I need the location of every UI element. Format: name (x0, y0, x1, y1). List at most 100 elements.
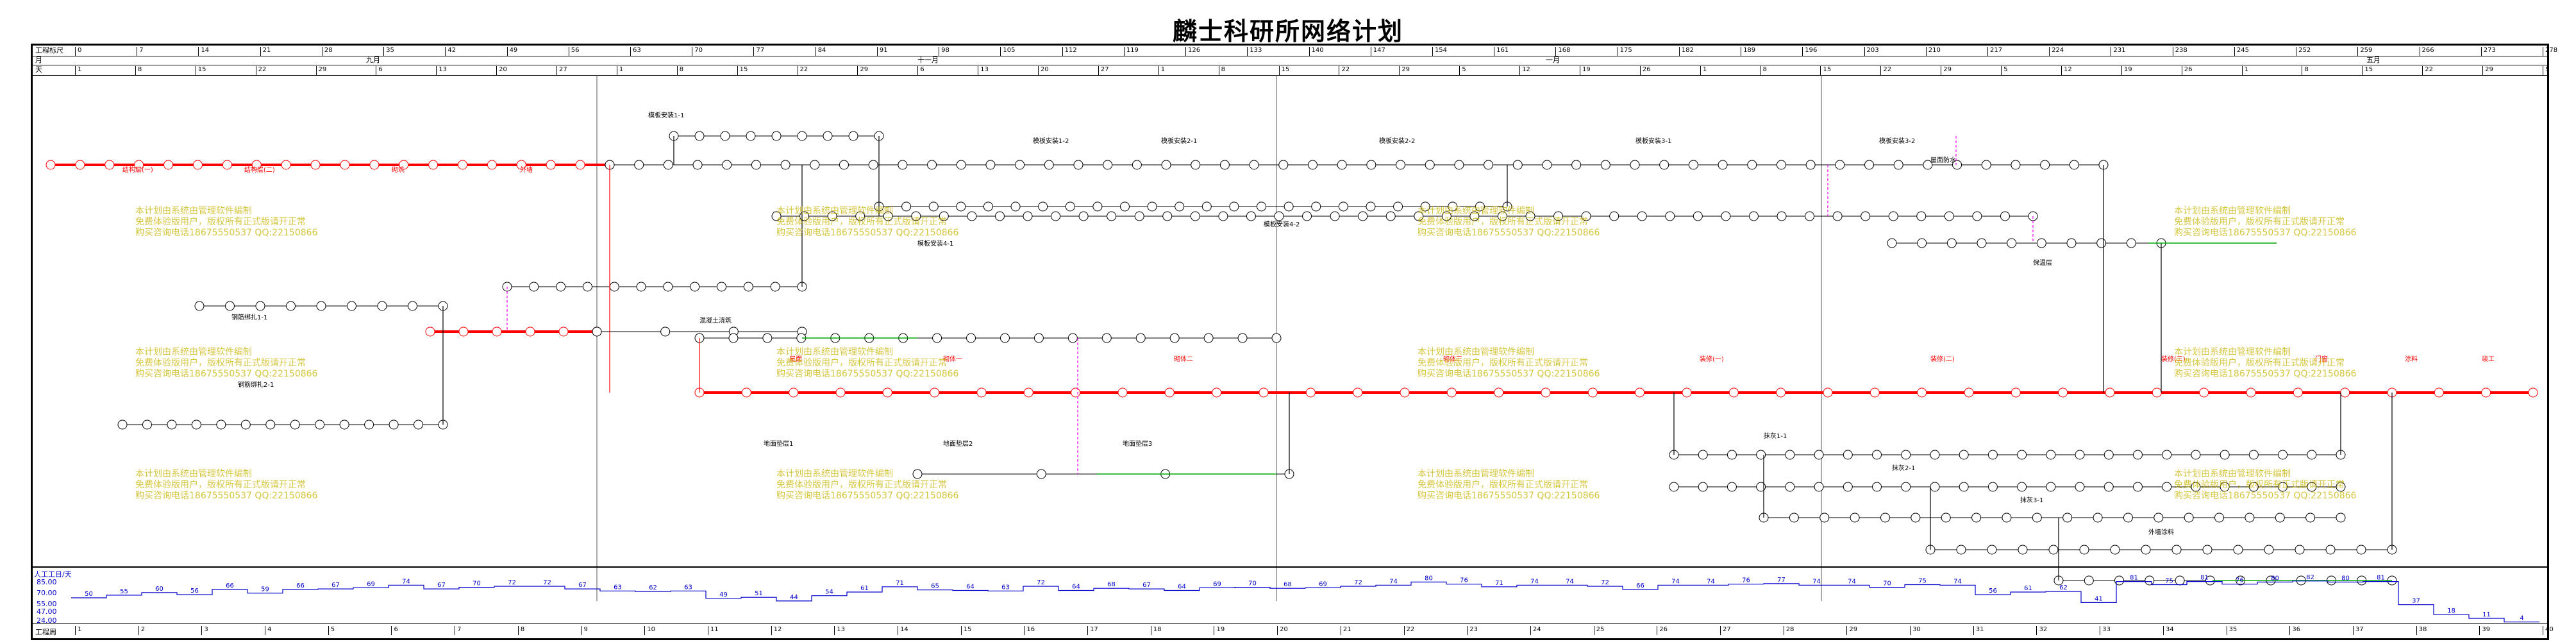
event-node (582, 282, 592, 292)
event-node (956, 160, 966, 170)
event-node (281, 160, 291, 170)
critical-activity-label: 涂料 (2405, 356, 2418, 363)
day-tick: 189 (1741, 47, 1755, 56)
event-node (928, 201, 939, 212)
event-node (1682, 387, 1692, 398)
event-node (2171, 545, 2182, 555)
event-node (1698, 450, 1708, 460)
month-may: 五月 (2366, 56, 2380, 64)
event-node (2295, 545, 2305, 555)
event-node (1823, 387, 1833, 398)
date-tick: 22 (1339, 66, 1350, 75)
event-node (290, 419, 300, 430)
week-tick: 23 (1467, 626, 1478, 635)
week-tick: 37 (2352, 626, 2364, 635)
event-node (771, 131, 782, 141)
labor-data-label: 80 (2271, 575, 2279, 582)
event-node (1805, 160, 1816, 170)
day-tick: 77 (753, 47, 764, 56)
event-node (901, 201, 912, 212)
labor-data-label: 67 (578, 582, 587, 589)
critical-activity-label: 竣工 (2482, 356, 2495, 363)
labor-data-label: 75 (1918, 578, 1927, 585)
month-january: 一月 (1546, 56, 1560, 64)
week-tick: 39 (2479, 626, 2490, 635)
week-tick: 4 (265, 626, 271, 635)
critical-activity-label: 门窗 (2315, 356, 2328, 363)
event-node (142, 419, 152, 430)
activity-label: 模板安装1-1 (648, 112, 685, 119)
date-tick: 8 (135, 66, 142, 75)
event-node (1911, 513, 1921, 523)
event-node (762, 333, 773, 343)
week-tick: 36 (2289, 626, 2300, 635)
labor-data-label: 56 (1989, 588, 1997, 595)
event-node (2152, 387, 2162, 398)
week-tick: 29 (1846, 626, 1857, 635)
event-node (1721, 211, 1731, 221)
event-node (636, 282, 646, 292)
day-tick: 133 (1247, 47, 1262, 56)
event-node (1728, 387, 1739, 398)
event-node (1259, 387, 1269, 398)
day-tick: 21 (260, 47, 271, 56)
event-node (799, 211, 810, 221)
event-node (1393, 201, 1403, 212)
event-node (1036, 469, 1046, 479)
activity-label: 外墙涂料 (2148, 529, 2174, 536)
event-node (2093, 513, 2103, 523)
event-node (529, 282, 539, 292)
labor-data-label: 66 (1636, 582, 1644, 589)
event-node (722, 160, 732, 170)
event-node (1964, 387, 1974, 398)
event-node (339, 419, 349, 430)
event-node (1169, 333, 1180, 343)
event-node (690, 282, 700, 292)
event-node (1330, 211, 1340, 221)
event-node (1693, 211, 1703, 221)
event-node (2305, 513, 2316, 523)
day-tick: 84 (815, 47, 826, 56)
event-node (1271, 333, 1282, 343)
week-tick: 20 (1277, 626, 1288, 635)
labor-data-label: 75 (2165, 578, 2173, 585)
week-tick: 3 (201, 626, 208, 635)
event-node (425, 326, 435, 337)
event-node (2248, 482, 2259, 492)
labor-data-label: 80 (2341, 575, 2350, 582)
event-node (1971, 513, 1982, 523)
labor-data-label: 68 (1107, 581, 1116, 588)
event-node (2018, 545, 2028, 555)
date-tick: 5 (1459, 66, 1466, 75)
event-node (222, 160, 232, 170)
activity-label: 抹灰2-1 (1892, 465, 1916, 472)
event-node (2007, 238, 2017, 248)
week-tick: 16 (1024, 626, 1035, 635)
event-node (1959, 482, 1969, 492)
labor-data-label: 74 (1812, 578, 1821, 585)
event-node (2114, 575, 2125, 586)
event-node (663, 160, 673, 170)
event-node (1071, 387, 1081, 398)
event-node (751, 160, 761, 170)
event-node (2154, 513, 2164, 523)
labor-data-label: 74 (1566, 578, 1574, 585)
event-node (2036, 238, 2046, 248)
activity-label: 抹灰1-1 (1764, 433, 1787, 440)
event-node (216, 419, 226, 430)
event-node (1396, 160, 1406, 170)
day-tick: 147 (1370, 47, 1385, 56)
event-node (797, 131, 807, 141)
labor-data-label: 63 (1001, 584, 1010, 591)
event-node (408, 301, 417, 311)
day-tick: 70 (692, 47, 703, 56)
event-node (1688, 160, 1698, 170)
labor-data-label: 44 (790, 594, 798, 601)
event-node (1916, 211, 1927, 221)
network-diagram (46, 75, 2538, 601)
day-tick: 238 (2172, 47, 2187, 56)
event-node (1727, 482, 1737, 492)
event-node (315, 419, 325, 430)
